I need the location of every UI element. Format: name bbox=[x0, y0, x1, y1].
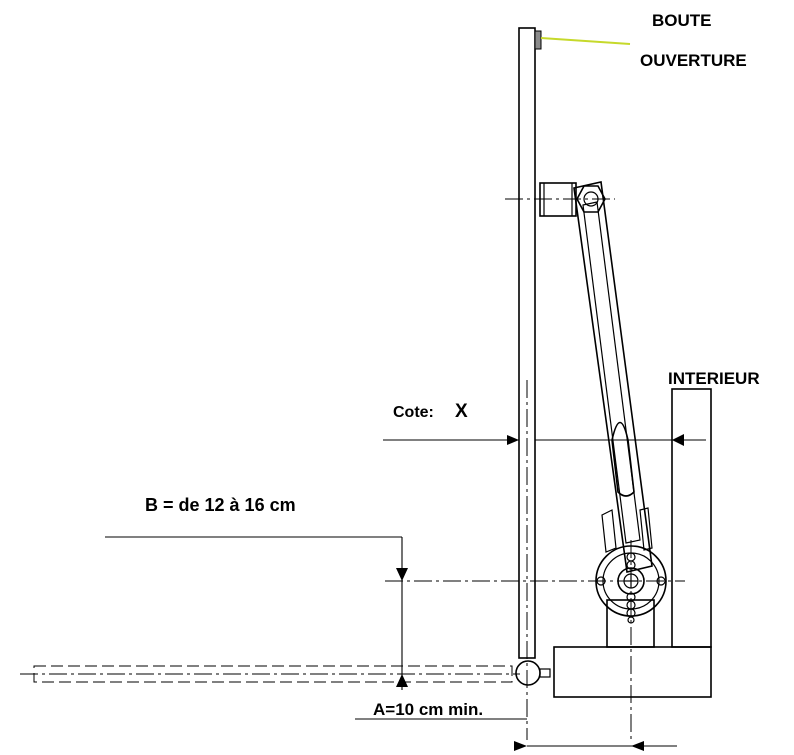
label-boute: BOUTE bbox=[652, 11, 712, 30]
dimension-b bbox=[105, 536, 408, 690]
label-ouverture: OUVERTURE bbox=[640, 51, 747, 70]
label-b-dimension: B = de 12 à 16 cm bbox=[145, 495, 296, 515]
dimension-a bbox=[355, 718, 677, 751]
hinge-pivot bbox=[515, 660, 551, 686]
boute-leader-line bbox=[540, 37, 631, 45]
label-cote-x: X bbox=[455, 401, 468, 422]
opening-stop bbox=[534, 30, 542, 50]
closer-body bbox=[553, 388, 712, 698]
label-a-dimension: A=10 cm min. bbox=[373, 700, 483, 719]
label-cote-prefix: Cote: bbox=[393, 404, 434, 421]
closer-arm bbox=[573, 181, 653, 573]
dimension-cote-x bbox=[383, 434, 706, 446]
label-interieur: INTERIEUR bbox=[668, 369, 760, 388]
open-door-dashed bbox=[20, 665, 520, 683]
